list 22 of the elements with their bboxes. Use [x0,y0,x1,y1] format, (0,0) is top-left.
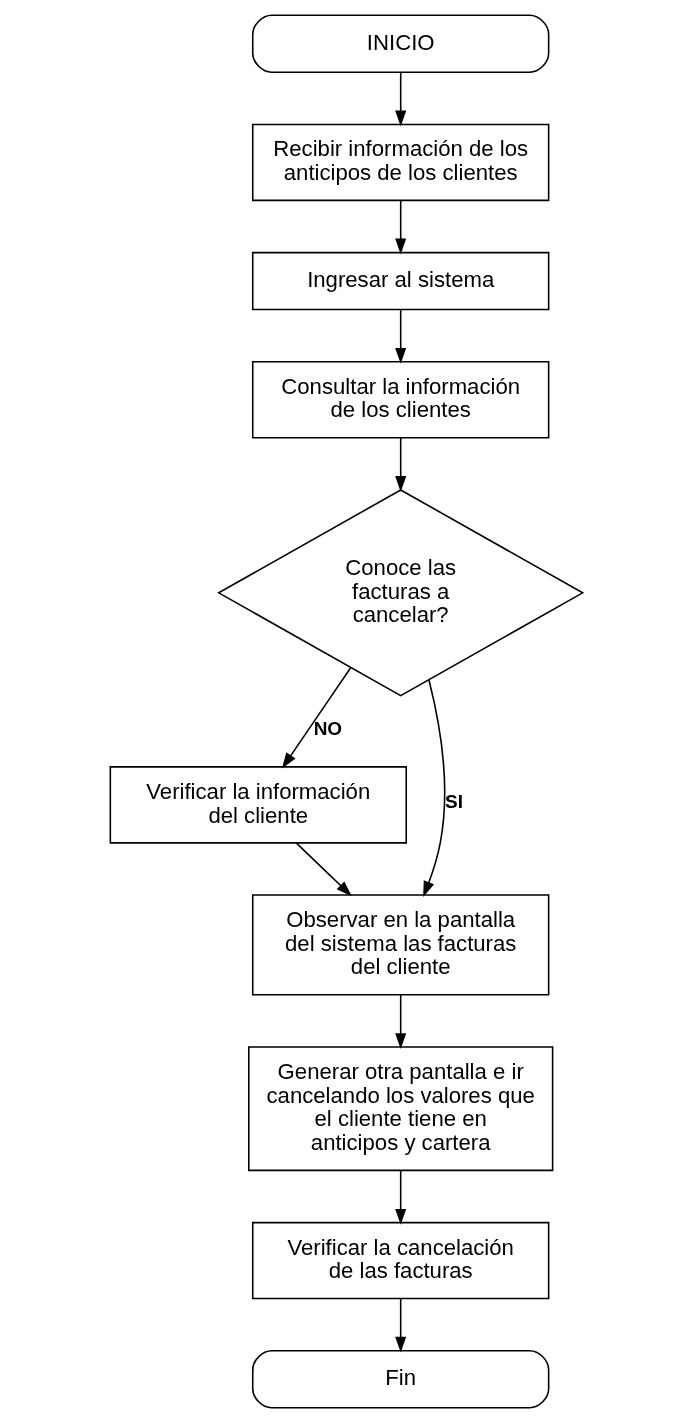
node-diamond: Conoce las facturas a cancelar? [217,489,585,697]
node-box: Verificar la cancelación de las facturas [251,1221,550,1300]
edge-label: NO [313,717,343,739]
node-box: Fin [251,1350,550,1409]
arrow [281,667,352,769]
node-box: Recibir información de los anticipos de los clientes [251,123,550,202]
arrow [395,71,407,127]
node-box: Generar otra pantalla e ir cancelando los valores que el cliente tiene en anticipos y cartera [248,1046,554,1172]
arrow [295,842,352,897]
arrow [395,437,407,492]
arrow [395,994,407,1050]
arrow [395,199,407,255]
arrow [395,1297,407,1353]
node-box: Ingresar al sistema [251,251,550,311]
arrow [423,679,446,898]
arrow [395,309,407,364]
node-box: Observar en la pantalla del sistema las facturas del cliente [251,894,550,996]
node-box: Consultar la información de los clientes [251,361,550,439]
node-box: INICIO [251,14,550,73]
edge-label: SI [445,791,463,813]
arrow [395,1169,407,1225]
node-box: Verificar la información del cliente [109,766,408,844]
